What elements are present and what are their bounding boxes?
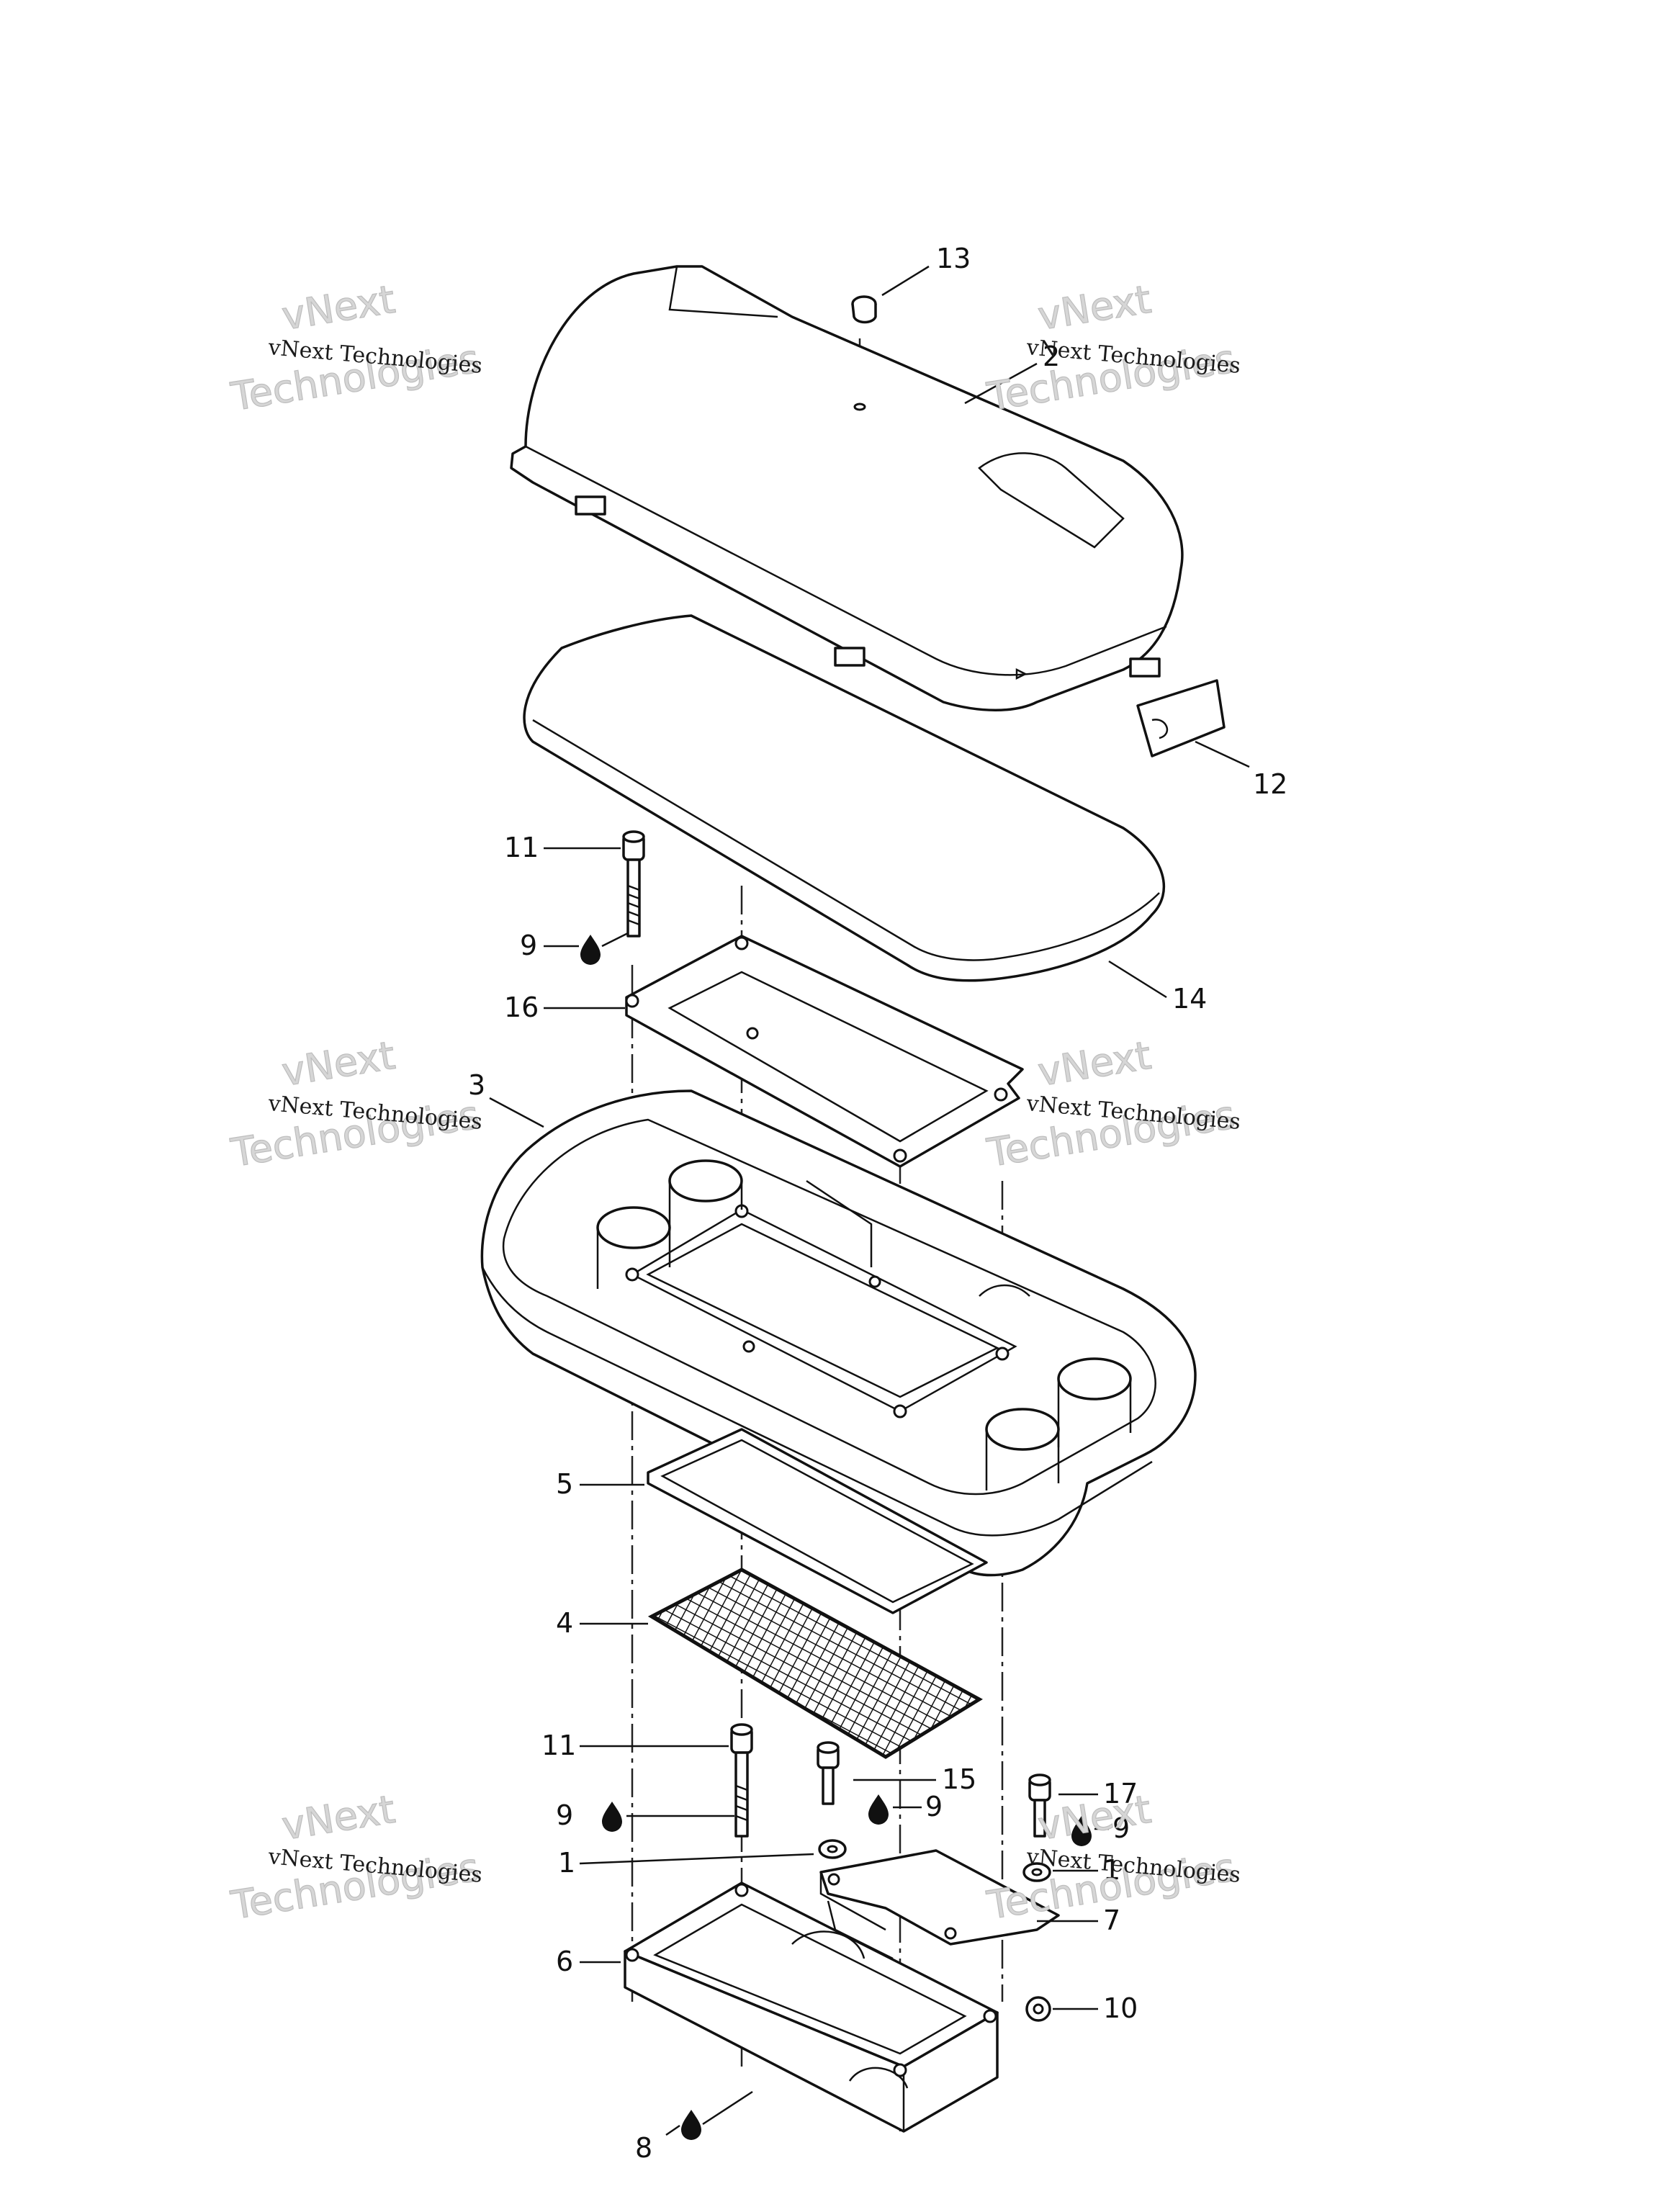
part-5-gasket [647,1428,988,1614]
part-7-bracket [819,1849,1060,1960]
drop-icon-9d [1071,1816,1092,1846]
svg-text:vNext: vNext [279,276,398,339]
svg-text:vNext: vNext [279,1786,398,1849]
callout-6: 6 [556,1946,573,1977]
watermark-bottom-left: vNext Technologies vNext Technologies [228,1786,484,1928]
callout-10: 10 [1103,1992,1138,2024]
leader-lines [489,265,1250,2136]
callout-8: 8 [635,2132,652,2164]
callout-17: 17 [1103,1778,1138,1809]
callout-3: 3 [468,1069,485,1101]
callout-12: 12 [1253,768,1287,800]
callout-9-left: 9 [556,1799,573,1831]
callout-5: 5 [556,1468,573,1500]
part-11-screw-upper [622,830,645,938]
watermark-top-left: vNext Technologies vNext Technologies [228,276,484,420]
drop-icon-9a [580,935,601,965]
callout-2: 2 [1043,341,1060,372]
part-15-screw [817,1741,840,1805]
callout-9-middle: 9 [925,1791,943,1822]
svg-text:vNext: vNext [1035,276,1154,339]
part-3-airbox-housing [480,1089,1197,1577]
callout-11-lower: 11 [541,1730,576,1761]
part-10-lock-washer [1025,1996,1051,2022]
part-2-top-cover [510,265,1184,711]
part-12-clip [1136,679,1226,757]
part-11-screw-lower [730,1723,753,1838]
part-16-gasket [625,935,1024,1168]
callout-14: 14 [1172,983,1207,1015]
callout-1-left: 1 [558,1847,575,1879]
svg-text:vNext: vNext [1035,1786,1154,1849]
part-6-base-plate [624,1881,999,2133]
callout-7: 7 [1103,1905,1120,1936]
part-1-washer-left [818,1839,847,1859]
callout-16: 16 [504,992,539,1023]
watermark-middle-right: vNext Technologies vNext Technologies [984,1032,1242,1176]
watermark-bottom-right: vNext Technologies vNext Technologies [984,1786,1242,1928]
part-17-screw [1028,1773,1051,1838]
callout-9-right: 9 [1112,1812,1130,1844]
svg-text:vNext: vNext [279,1033,398,1095]
part-4-screen [647,1568,983,1759]
drop-icon-9b [602,1802,622,1832]
callout-13: 13 [936,243,971,274]
part-13-grommet [851,295,877,324]
watermark-top-right: vNext Technologies vNext Technologies [984,276,1242,420]
drop-icon-8 [681,2110,701,2140]
drop-icon-9c [868,1794,889,1825]
svg-text:vNext: vNext [1035,1033,1154,1095]
callout-15: 15 [942,1763,976,1795]
part-14-filter-element [523,614,1166,982]
watermark-middle-left: vNext Technologies vNext Technologies [228,1032,484,1176]
callout-numbers: 13 2 12 11 9 16 14 3 5 4 11 15 17 9 9 9 … [468,243,1287,2164]
callout-4: 4 [556,1607,573,1639]
part-1-washer-right [1022,1862,1051,1882]
callout-1-right: 1 [1103,1854,1120,1886]
callout-9-upper: 9 [520,930,537,961]
threadlocker-drop-icons [580,935,1092,2140]
callout-11-upper: 11 [504,832,539,863]
